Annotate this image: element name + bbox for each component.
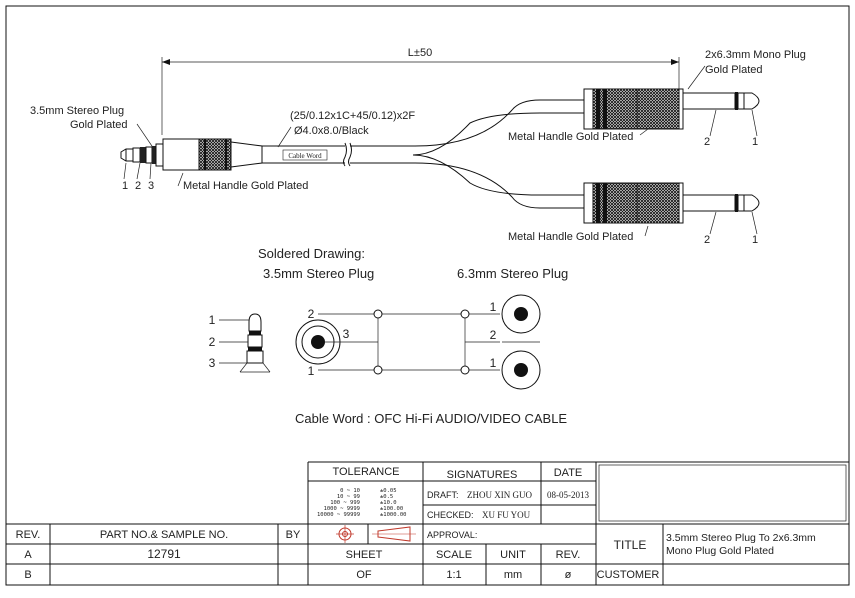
plug-35-pin-3: 3 — [148, 180, 154, 192]
plug-35-pin-1: 1 — [122, 180, 128, 192]
plug-35-label-line1: 3.5mm Stereo Plug — [30, 105, 124, 117]
tolerance-value-4: ±100.00 — [380, 506, 403, 512]
signatures-header: SIGNATURES — [447, 469, 518, 481]
side-view-pin-3: 3 — [209, 356, 216, 370]
right-pin-1-lower: 1 — [490, 356, 497, 370]
sheet-label: SHEET — [346, 549, 383, 561]
title-text-line1: 3.5mm Stereo Plug To 2x6.3mm — [666, 532, 816, 544]
projection-symbol — [336, 525, 416, 543]
tolerance-range-5: 10000 ~ 99999 — [317, 512, 360, 518]
draft-date: 08-05-2013 — [547, 490, 589, 500]
rev-header: REV. — [16, 529, 41, 541]
by-header: BY — [286, 529, 301, 541]
drawing-frame — [5, 5, 850, 586]
title-block: TOLERANCE 0 ~ 10 ±0.05 10 ~ 99 ±0.5 100 … — [6, 461, 849, 585]
cable-spec-line2: Ø4.0x8.0/Black — [294, 125, 369, 137]
draft-label: DRAFT: — [427, 490, 459, 500]
tolerance-range-1: 0 ~ 10 — [340, 488, 360, 494]
plug-63-upper-drawing — [583, 88, 760, 130]
date-header: DATE — [554, 467, 583, 479]
right-pin-1-upper: 1 — [490, 300, 497, 314]
title-text-line2: Mono Plug Gold Plated — [666, 545, 774, 557]
soldered-drawing: Soldered Drawing: 3.5mm Stereo Plug 6.3m… — [209, 246, 568, 390]
cable-body: Cable Word — [262, 99, 584, 209]
cable-word-note: Cable Word : OFC Hi-Fi AUDIO/VIDEO CABLE — [295, 411, 567, 426]
rev-value: ø — [565, 569, 572, 581]
tolerance-value-3: ±10.0 — [380, 500, 397, 506]
tolerance-header: TOLERANCE — [332, 466, 399, 478]
plug-63-lower-drawing — [583, 182, 760, 224]
logo-box — [598, 464, 847, 522]
plug-35-drawing — [120, 138, 263, 171]
cable-word-mark: Cable Word — [288, 152, 322, 160]
cable-assembly: L±50 3.5mm Stereo Plug Gold Plated 1 2 3… — [30, 47, 806, 246]
plug-63-upper-handle-label: Metal Handle Gold Plated — [508, 131, 633, 143]
approval-label: APPROVAL: — [427, 530, 477, 540]
jack-pin-1: 1 — [308, 364, 315, 378]
plug-63-label-line1: 2x6.3mm Mono Plug — [705, 49, 806, 61]
checked-label: CHECKED: — [427, 510, 474, 520]
plug-63-lower-pin-1: 1 — [752, 234, 758, 246]
tolerance-range-2: 10 ~ 99 — [337, 494, 360, 500]
tolerance-value-5: ±1000.00 — [380, 512, 407, 518]
tolerance-range-3: 100 ~ 999 — [330, 500, 360, 506]
plug-63-lower-handle-label: Metal Handle Gold Plated — [508, 231, 633, 243]
rev-b: B — [24, 569, 31, 581]
plug-35-side-view — [239, 313, 271, 373]
rev-a: A — [24, 549, 32, 561]
plug-35-pin-2: 2 — [135, 180, 141, 192]
plug-35-label-line2: Gold Plated — [70, 119, 127, 131]
jack-pin-3: 3 — [343, 327, 350, 341]
cable-spec-line1: (25/0.12x1C+45/0.12)x2F — [290, 110, 415, 122]
side-view-pin-2: 2 — [209, 335, 216, 349]
plug-63-label-line2: Gold Plated — [705, 64, 762, 76]
scale-label: SCALE — [436, 549, 472, 561]
part-number: 12791 — [147, 547, 181, 561]
unit-value: mm — [504, 569, 522, 581]
side-view-pin-1: 1 — [209, 313, 216, 327]
draft-name: ZHOU XIN GUO — [467, 490, 532, 500]
unit-label: UNIT — [500, 549, 526, 561]
plug-63-jack-upper — [501, 294, 541, 334]
plug-63-upper-pin-1: 1 — [752, 136, 758, 148]
scale-value: 1:1 — [446, 569, 461, 581]
plug-63-upper-pin-2: 2 — [704, 136, 710, 148]
tolerance-value-1: ±0.05 — [380, 488, 397, 494]
soldered-heading: Soldered Drawing: — [258, 246, 365, 261]
checked-name: XU FU YOU — [482, 510, 531, 520]
length-label: L±50 — [408, 47, 432, 59]
title-label: TITLE — [614, 538, 647, 552]
plug-63-lower-pin-2: 2 — [704, 234, 710, 246]
plug-63-jack-lower — [501, 350, 541, 390]
customer-label: CUSTOMER — [597, 569, 660, 581]
plug-35-handle-label: Metal Handle Gold Plated — [183, 180, 308, 192]
soldered-right-title: 6.3mm Stereo Plug — [457, 266, 568, 281]
jack-pin-2: 2 — [308, 307, 315, 321]
part-header: PART NO.& SAMPLE NO. — [100, 529, 228, 541]
sheet-value: OF — [356, 569, 372, 581]
right-pin-2: 2 — [490, 328, 497, 342]
rev-label: REV. — [556, 549, 581, 561]
tolerance-value-2: ±0.5 — [380, 494, 393, 500]
soldered-left-title: 3.5mm Stereo Plug — [263, 266, 374, 281]
tolerance-range-4: 1000 ~ 9999 — [324, 506, 360, 512]
